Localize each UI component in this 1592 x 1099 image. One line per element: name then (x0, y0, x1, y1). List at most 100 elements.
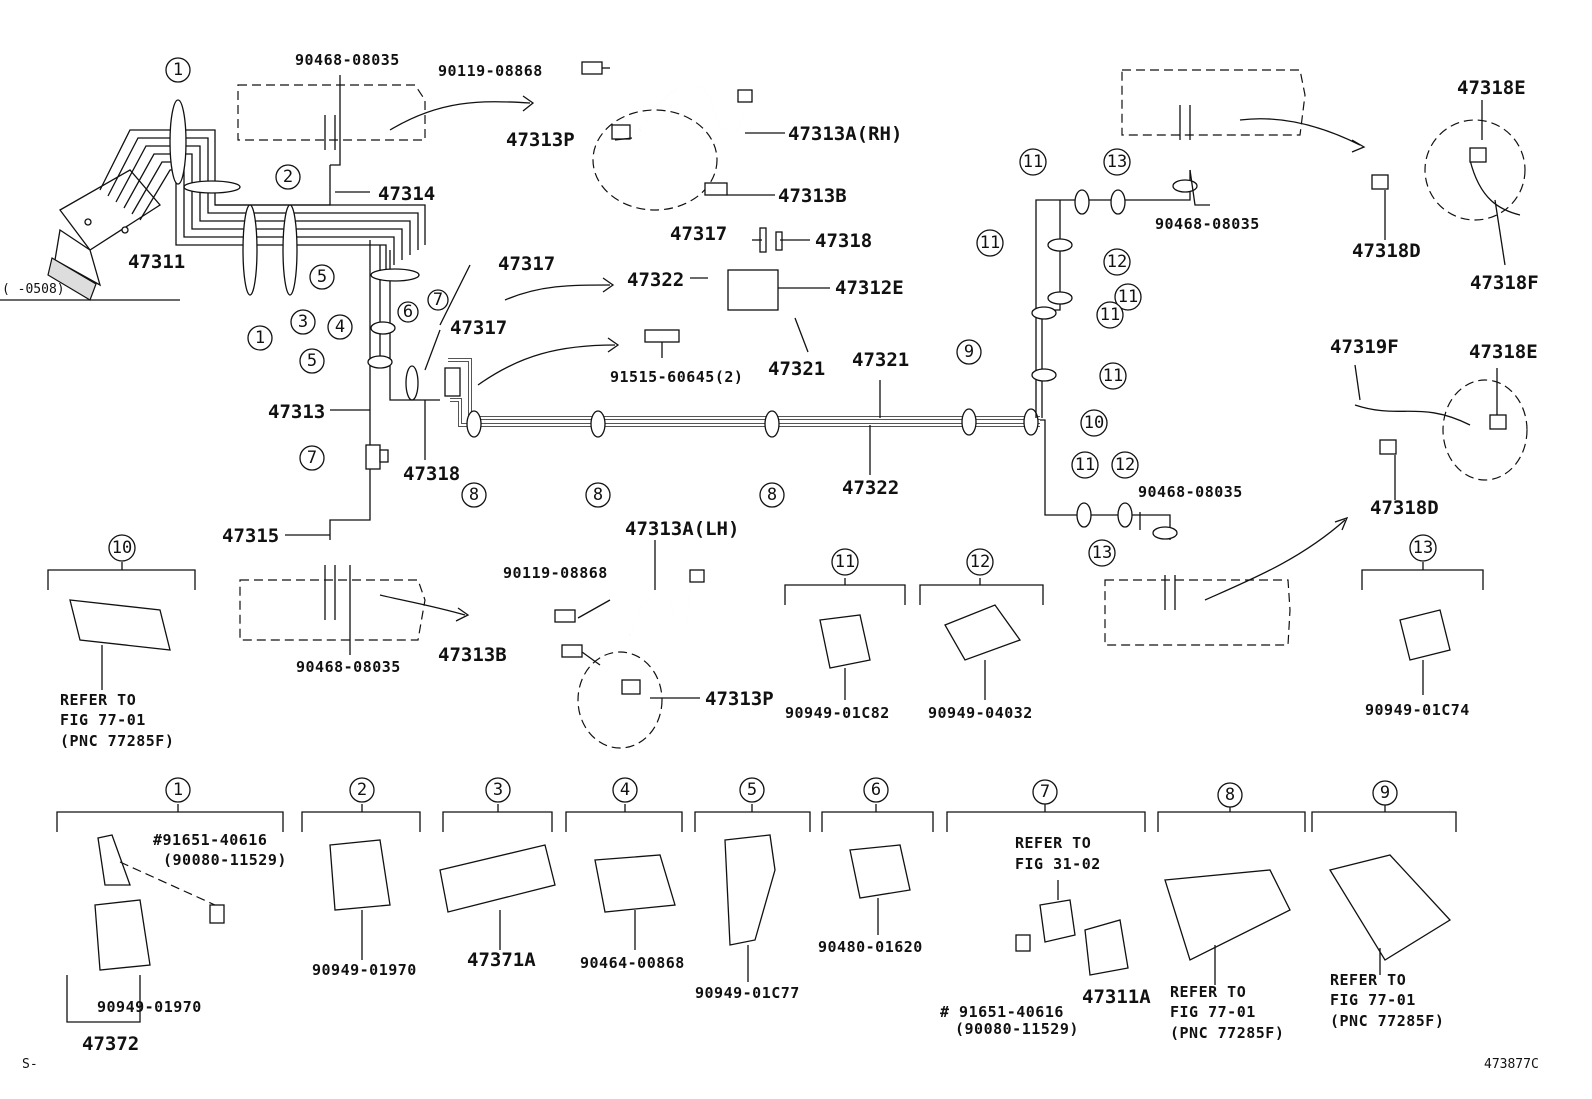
label-refer-to: REFER TO (1330, 971, 1406, 989)
label-refer-fig: FIG 77-01 (1330, 991, 1416, 1009)
label-91515-60645: 91515-60645(2) (610, 368, 743, 386)
tube-bundle (99, 129, 440, 540)
callout-11: 11 (1100, 305, 1120, 325)
callout-8: 8 (469, 485, 479, 505)
callout-5: 5 (307, 351, 317, 371)
label-refer-fig: FIG 77-01 (60, 711, 146, 729)
label-90949-04032: 90949-04032 (928, 704, 1033, 722)
callout-9: 9 (964, 342, 974, 362)
group-callout-3: 3 (493, 780, 503, 800)
callout-7: 7 (307, 448, 317, 468)
main-brake-line-assembly (47, 99, 1198, 540)
group-callout-5: 5 (747, 780, 757, 800)
callout-11: 11 (1023, 152, 1043, 172)
label-47313B: 47313B (778, 185, 847, 207)
label-90468-08035: 90468-08035 (295, 51, 400, 69)
clamp-detail-group (47, 562, 1484, 700)
label-91651-40616: #91651-40616 (153, 831, 267, 849)
master-cylinder-bracket (47, 169, 161, 301)
group-callout-6: 6 (871, 780, 881, 800)
label-47318: 47318 (403, 463, 460, 485)
label-refer-to: REFER TO (1015, 834, 1091, 852)
label-47372: 47372 (82, 1033, 139, 1055)
label-90119-08868: 90119-08868 (503, 564, 608, 582)
label-47321: 47321 (852, 349, 909, 371)
label-refer-pnc: (PNC 77285F) (60, 732, 174, 750)
label-47319F: 47319F (1330, 336, 1399, 358)
label-47322: 47322 (842, 477, 899, 499)
group-callout-7: 7 (1040, 782, 1050, 802)
group-callout-11: 11 (835, 552, 855, 572)
label-47313: 47313 (268, 401, 325, 423)
label-90464-00868: 90464-00868 (580, 954, 685, 972)
flex-hose-details (554, 61, 1521, 695)
figure-code: 473877C (1484, 1057, 1539, 1072)
label-47315: 47315 (222, 525, 279, 547)
label-47318F: 47318F (1470, 272, 1539, 294)
label-90080-11529: (90080-11529) (955, 1020, 1079, 1038)
label-refer-pnc: (PNC 77285F) (1330, 1012, 1444, 1030)
callout-6: 6 (403, 302, 413, 322)
label-refer-pnc: (PNC 77285F) (1170, 1024, 1284, 1042)
group-callout-1: 1 (173, 780, 183, 800)
callout-8: 8 (767, 485, 777, 505)
group-callout-12: 12 (970, 552, 990, 572)
callout-8: 8 (593, 485, 603, 505)
label-refer-fig: FIG 77-01 (1170, 1003, 1256, 1021)
label-47318: 47318 (815, 230, 872, 252)
label-47321: 47321 (768, 358, 825, 380)
callout-2: 2 (283, 167, 293, 187)
group-callout-10: 10 (112, 538, 132, 558)
bottom-parts-row (56, 804, 1457, 1023)
callout-10: 10 (1084, 413, 1104, 433)
group-callout-2: 2 (357, 780, 367, 800)
label-47312E: 47312E (835, 277, 904, 299)
label-90468-08035: 90468-08035 (1155, 215, 1260, 233)
callout-3: 3 (298, 312, 308, 332)
label-47313B: 47313B (438, 644, 507, 666)
label-refer-to: REFER TO (60, 691, 136, 709)
label-90949-01C74: 90949-01C74 (1365, 701, 1470, 719)
callout-7: 7 (433, 290, 443, 310)
group-callout-13: 13 (1413, 538, 1433, 558)
label-47317: 47317 (498, 253, 555, 275)
label-refer-to: REFER TO (1170, 983, 1246, 1001)
group-callout-8: 8 (1225, 785, 1235, 805)
label-47318E: 47318E (1457, 77, 1526, 99)
label-47313A-RH: 47313A(RH) (788, 123, 902, 145)
label-47322: 47322 (627, 269, 684, 291)
callout-1: 1 (173, 60, 183, 80)
label-47314: 47314 (378, 183, 435, 205)
label-47313A-LH: 47313A(LH) (625, 518, 739, 540)
callout-1: 1 (255, 328, 265, 348)
label-47311A: 47311A (1082, 986, 1151, 1008)
label-90949-01C82: 90949-01C82 (785, 704, 890, 722)
callout-12: 12 (1107, 252, 1127, 272)
leader-lines (285, 67, 1506, 699)
group-callout-9: 9 (1380, 783, 1390, 803)
callout-5: 5 (317, 267, 327, 287)
label-90949-01C77: 90949-01C77 (695, 984, 800, 1002)
label-date-code: ( -0508) (2, 282, 65, 297)
label-90468-08035: 90468-08035 (1138, 483, 1243, 501)
label-90949-01970: 90949-01970 (97, 998, 202, 1016)
label-47318D: 47318D (1352, 240, 1421, 262)
label-90468-08035: 90468-08035 (296, 658, 401, 676)
label-91651-40616: # 91651-40616 (940, 1003, 1064, 1021)
callout-4: 4 (335, 317, 345, 337)
label-90080-11529: (90080-11529) (163, 851, 287, 869)
callout-11: 11 (1118, 287, 1138, 307)
label-47318E: 47318E (1469, 341, 1538, 363)
callout-circles: 1 2 1 3 5 6 7 4 5 7 8 8 8 9 10 11 13 12 … (108, 57, 1437, 808)
part-number-labels: 47311 ( -0508) 90468-08035 47314 90119-0… (0, 51, 1539, 1072)
label-47313P: 47313P (705, 688, 774, 710)
label-47318D: 47318D (1370, 497, 1439, 519)
detail-callout-boxes (237, 69, 1528, 749)
label-47371A: 47371A (467, 949, 536, 971)
label-47317: 47317 (450, 317, 507, 339)
callout-11: 11 (980, 233, 1000, 253)
label-90119-08868: 90119-08868 (438, 62, 543, 80)
callout-11: 11 (1103, 366, 1123, 386)
label-refer-fig: FIG 31-02 (1015, 855, 1101, 873)
